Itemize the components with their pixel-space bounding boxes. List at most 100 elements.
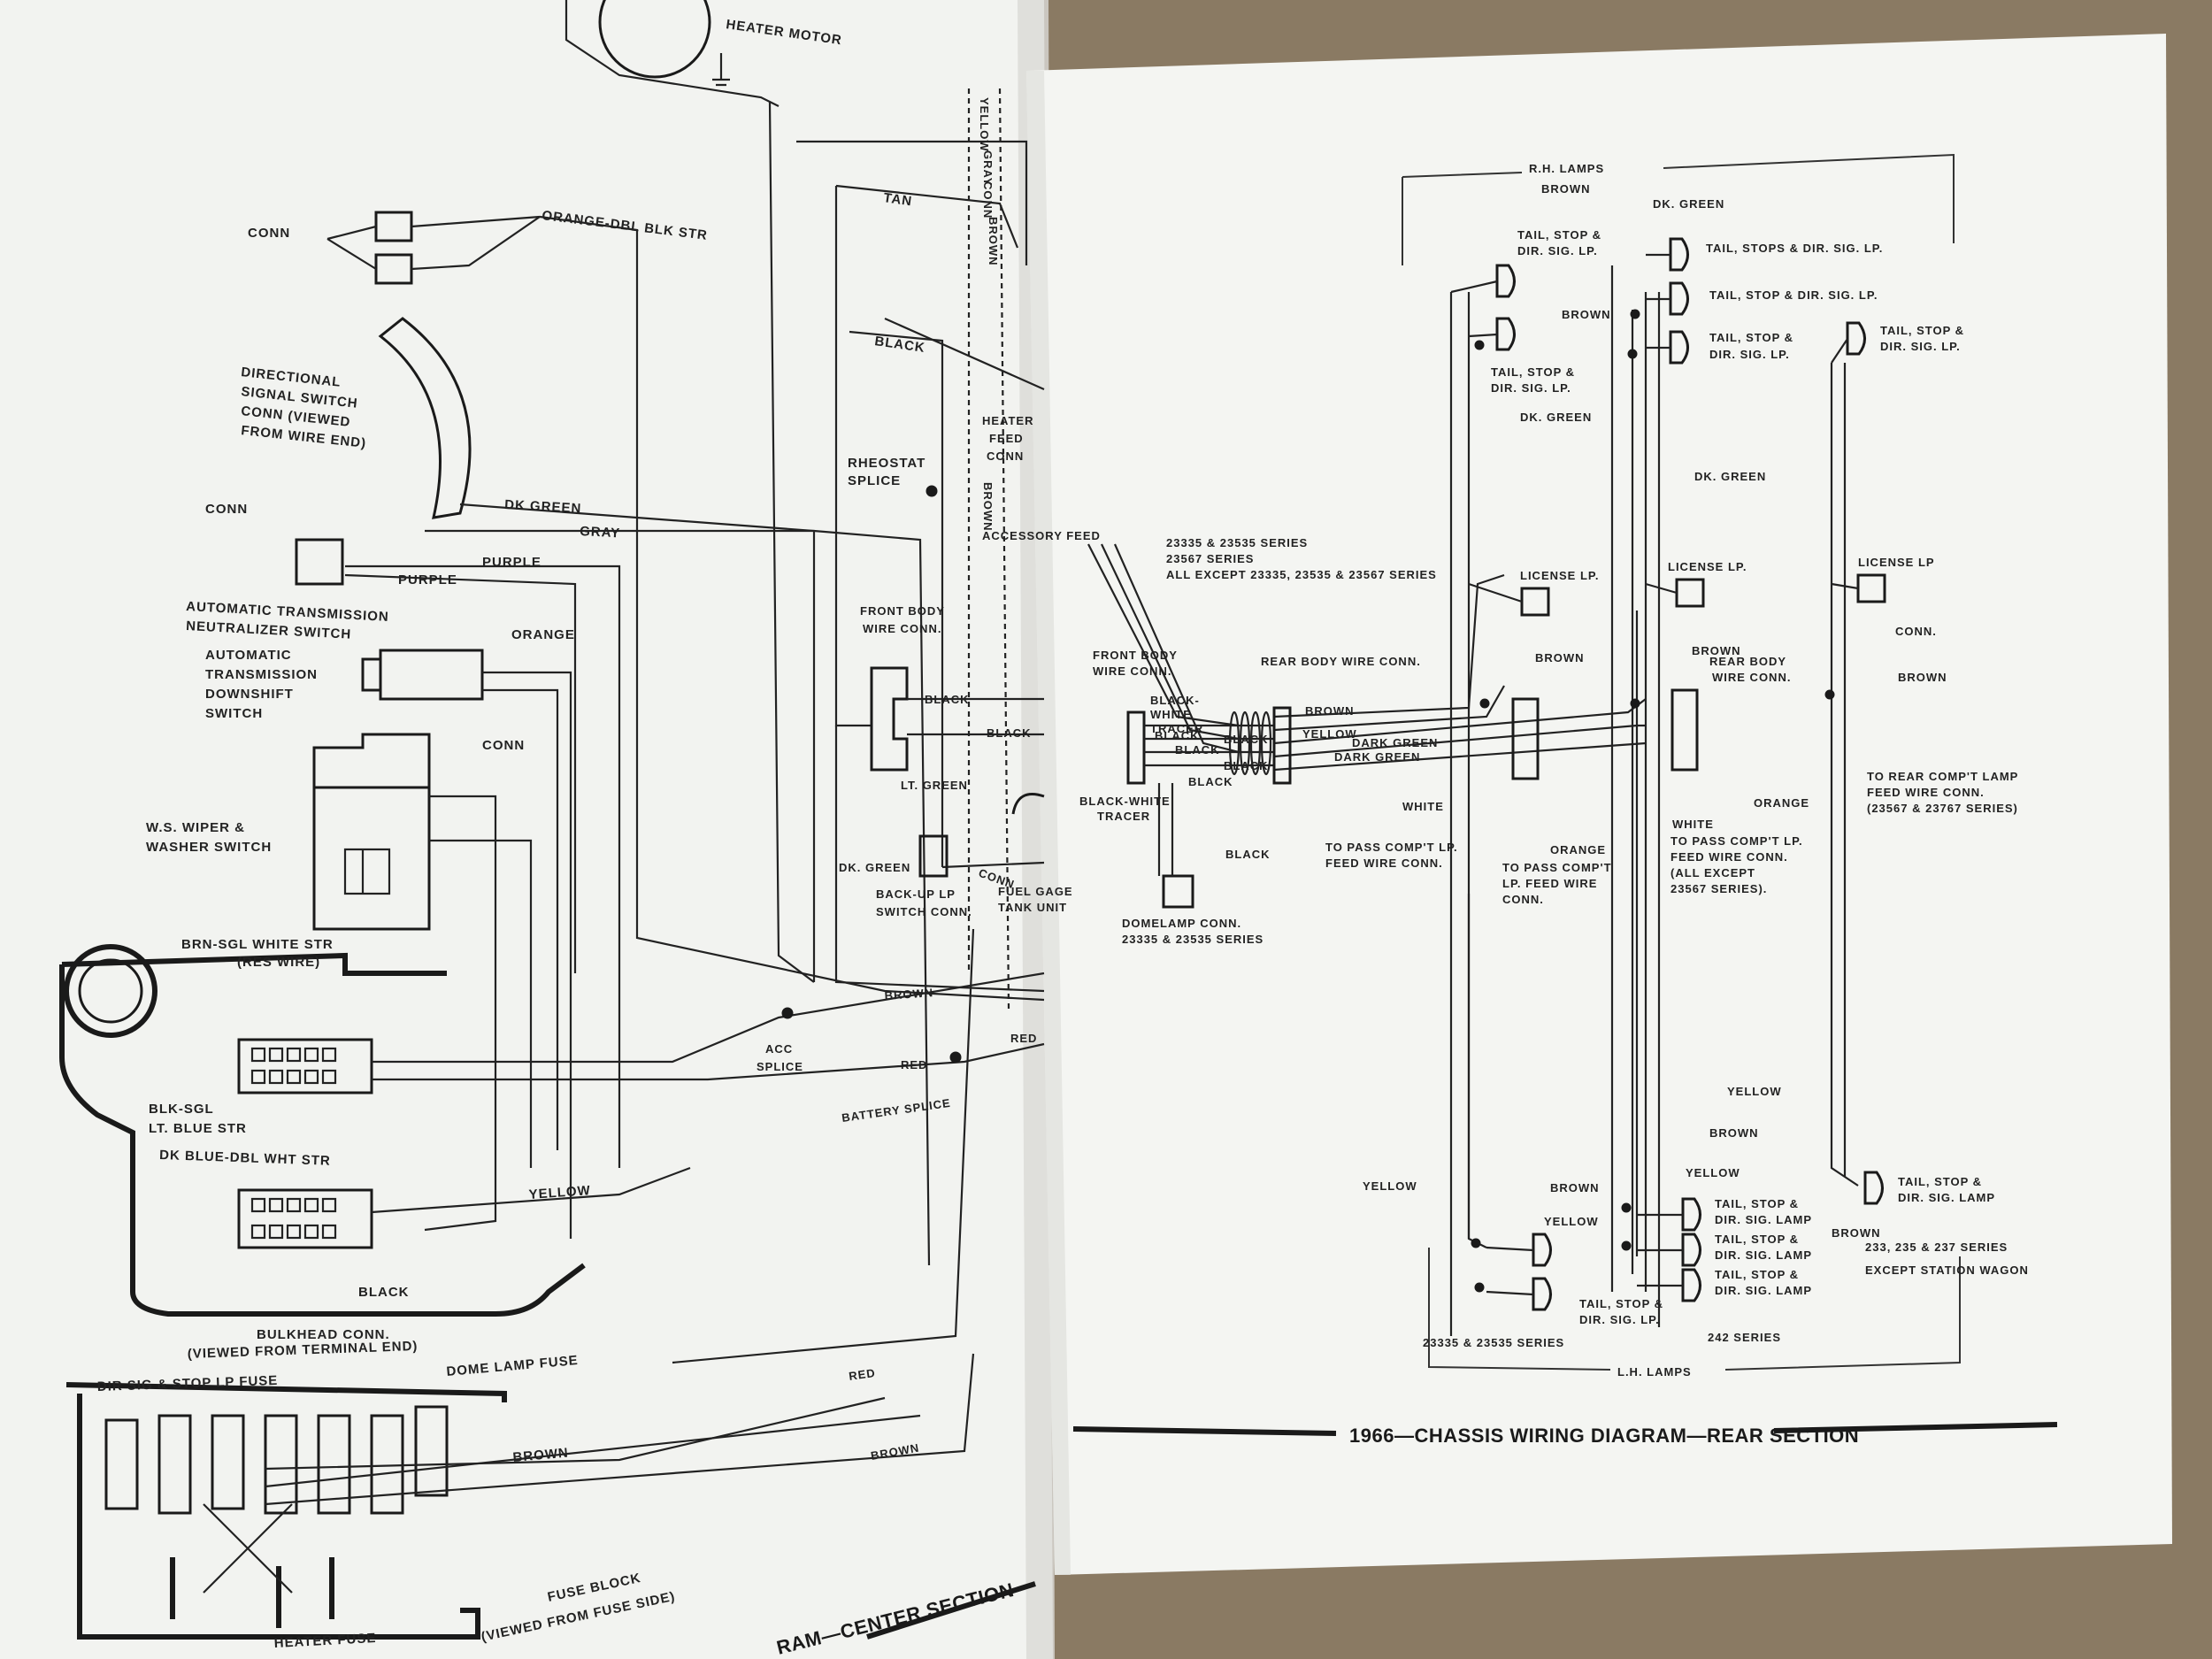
label-brown-8: BROWN	[1550, 1181, 1600, 1194]
label-orange-1: ORANGE	[1550, 843, 1606, 856]
label-auto-trans-down-2: DOWNSHIFT	[205, 687, 294, 702]
label-purple-2: PURPLE	[398, 572, 457, 588]
label-to-pass-2-2: CONN.	[1502, 893, 1544, 906]
label-brown-6: BROWN	[1305, 704, 1355, 718]
bulkhead-conn-upper	[237, 1038, 373, 1094]
label-tail-stop-1-1: DIR. SIG. LP.	[1517, 244, 1598, 257]
label-heater-feed-1: FEED	[989, 432, 1024, 445]
label-dk-green-top: DK. GREEN	[1653, 197, 1724, 211]
front-body-wire-conn	[870, 666, 909, 772]
bulkhead-conn-lower	[237, 1188, 373, 1249]
label-black-4: BLACK	[1224, 759, 1269, 772]
label-bw-tracer-2-1: TRACER	[1097, 810, 1150, 823]
label-red-low: RED	[848, 1366, 876, 1383]
label-red-1: RED	[901, 1058, 927, 1071]
rear-body-wire-conn	[1272, 706, 1292, 785]
label-to-rear-1: FEED WIRE CONN.	[1867, 786, 1985, 799]
label-series-23335: 23335 & 23535 SERIES	[1423, 1336, 1564, 1349]
label-acc-splice-0: ACC	[765, 1042, 793, 1056]
label-front-body-0: FRONT BODY	[860, 604, 945, 618]
label-conn-top: CONN	[248, 226, 290, 241]
neutralizer-switch-conn	[295, 538, 344, 586]
label-brown-top: BROWN	[1541, 182, 1591, 196]
label-red-2: RED	[1010, 1032, 1037, 1045]
label-series-1: 23335 & 23535 SERIES	[1166, 536, 1308, 549]
label-to-pass-3-3: 23567 SERIES).	[1671, 882, 1767, 895]
right-page-title: 1966—CHASSIS WIRING DIAGRAM—REAR SECTION	[1349, 1425, 1859, 1447]
rheostat-splice	[926, 485, 938, 497]
label-rear-body-2-1: WIRE CONN.	[1712, 671, 1791, 684]
label-auto-trans-down-0: AUTOMATIC	[205, 648, 292, 663]
fuse-slots	[104, 1405, 449, 1515]
left-page	[0, 0, 1053, 1659]
label-series-2: 23567 SERIES	[1166, 552, 1254, 565]
label-tail-stop-5-1: DIR. SIG. LP.	[1880, 340, 1961, 353]
rh-lamps-frame	[1402, 153, 1955, 265]
label-yellow-5: YELLOW	[1544, 1215, 1599, 1228]
label-heater-feed-2: CONN	[987, 449, 1024, 463]
label-rheostat-1: SPLICE	[848, 473, 901, 488]
label-conn-mid: CONN	[205, 502, 248, 517]
label-brown-fuse: BROWN	[512, 1446, 570, 1465]
label-dark-green-2: DARK GREEN	[1334, 750, 1420, 764]
label-tail-stop-7-1: DIR. SIG. LAMP	[1715, 1213, 1812, 1226]
label-black-3: BLACK	[1175, 743, 1220, 757]
label-ws-wiper-1: WASHER SWITCH	[146, 840, 272, 855]
label-dk-green-2: DK. GREEN	[839, 861, 910, 874]
splice-dots	[1471, 309, 1835, 1293]
label-conn-edge: CONN	[981, 181, 995, 219]
label-series-3: ALL EXCEPT 23335, 23535 & 23567 SERIES	[1166, 568, 1437, 581]
label-tail-stop-6-1: DIR. SIG. LP.	[1491, 381, 1571, 395]
heater-motor-symbol	[598, 0, 711, 79]
label-brown-2: BROWN	[1562, 308, 1611, 321]
label-backup-1: SWITCH CONN.	[876, 905, 972, 918]
label-brown-7: BROWN	[1709, 1126, 1759, 1140]
label-auto-trans-down-3: SWITCH	[205, 706, 263, 721]
label-brown-3: BROWN	[1535, 651, 1585, 664]
label-yellow-4: YELLOW	[1363, 1179, 1417, 1193]
right-diagram	[1072, 153, 2058, 1436]
label-acc-splice-1: SPLICE	[757, 1060, 803, 1073]
label-bw-tracer-1: WHITE	[1150, 708, 1192, 721]
firewall-outline	[59, 964, 586, 1317]
label-brn-sgl-0: BRN-SGL WHITE STR	[181, 937, 334, 952]
label-tail-stop-9-0: TAIL, STOP &	[1715, 1268, 1799, 1281]
label-dark-green-1: DARK GREEN	[1352, 736, 1438, 749]
label-license-1: LICENSE LP.	[1520, 569, 1600, 582]
label-conn-r: CONN.	[1895, 625, 1937, 638]
label-brown-edge: BROWN	[987, 217, 1000, 266]
label-blk-sgl-1: LT. BLUE STR	[149, 1121, 247, 1136]
label-to-pass-3-1: FEED WIRE CONN.	[1671, 850, 1788, 864]
label-to-rear-2: (23567 & 23767 SERIES)	[1867, 802, 2018, 815]
harness-trunk	[539, 215, 1045, 1002]
label-fuel-gauge-1: TANK UNIT	[998, 901, 1067, 914]
label-dk-green-2: DK. GREEN	[1520, 411, 1592, 424]
label-yellow-2: YELLOW	[1727, 1085, 1782, 1098]
ground-icon	[712, 53, 730, 87]
label-dk-blue-dbl: DK BLUE-DBL WHT STR	[159, 1148, 331, 1169]
label-rear-body: REAR BODY WIRE CONN.	[1261, 655, 1421, 668]
label-tail-stop-11-0: TAIL, STOP &	[1898, 1175, 1982, 1188]
grommet	[64, 944, 157, 1038]
label-tail-stop-3: TAIL, STOP & DIR. SIG. LP.	[1709, 288, 1878, 302]
label-tail-stop-11-1: DIR. SIG. LAMP	[1898, 1191, 1995, 1204]
label-orange-2: ORANGE	[1754, 796, 1809, 810]
label-lt-green: LT. GREEN	[901, 779, 968, 792]
fuse-block-outline	[77, 1394, 480, 1640]
label-bw-tracer-0: BLACK-	[1150, 694, 1200, 707]
label-gray: GRAY	[580, 524, 621, 541]
label-heater-feed-0: HEATER	[982, 414, 1033, 427]
label-tail-stop-8-0: TAIL, STOP &	[1715, 1233, 1799, 1246]
label-auto-trans-down-1: TRANSMISSION	[205, 667, 318, 682]
label-lh-lamps: L.H. LAMPS	[1617, 1365, 1692, 1379]
label-fuel-gauge-0: FUEL GAGE	[998, 885, 1073, 898]
label-yellow-1: YELLOW	[1302, 727, 1357, 741]
label-accessory: ACCESSORY FEED	[982, 529, 1101, 542]
label-bw-tracer-2-0: BLACK-WHITE	[1079, 795, 1171, 808]
label-rear-body-2-0: REAR BODY	[1709, 655, 1786, 668]
label-to-pass-2-1: LP. FEED WIRE	[1502, 877, 1597, 890]
label-tail-stop-4-1: DIR. SIG. LP.	[1709, 348, 1790, 361]
backup-lamp-switch-conn	[918, 834, 949, 878]
label-tail-stop-8-1: DIR. SIG. LAMP	[1715, 1248, 1812, 1262]
